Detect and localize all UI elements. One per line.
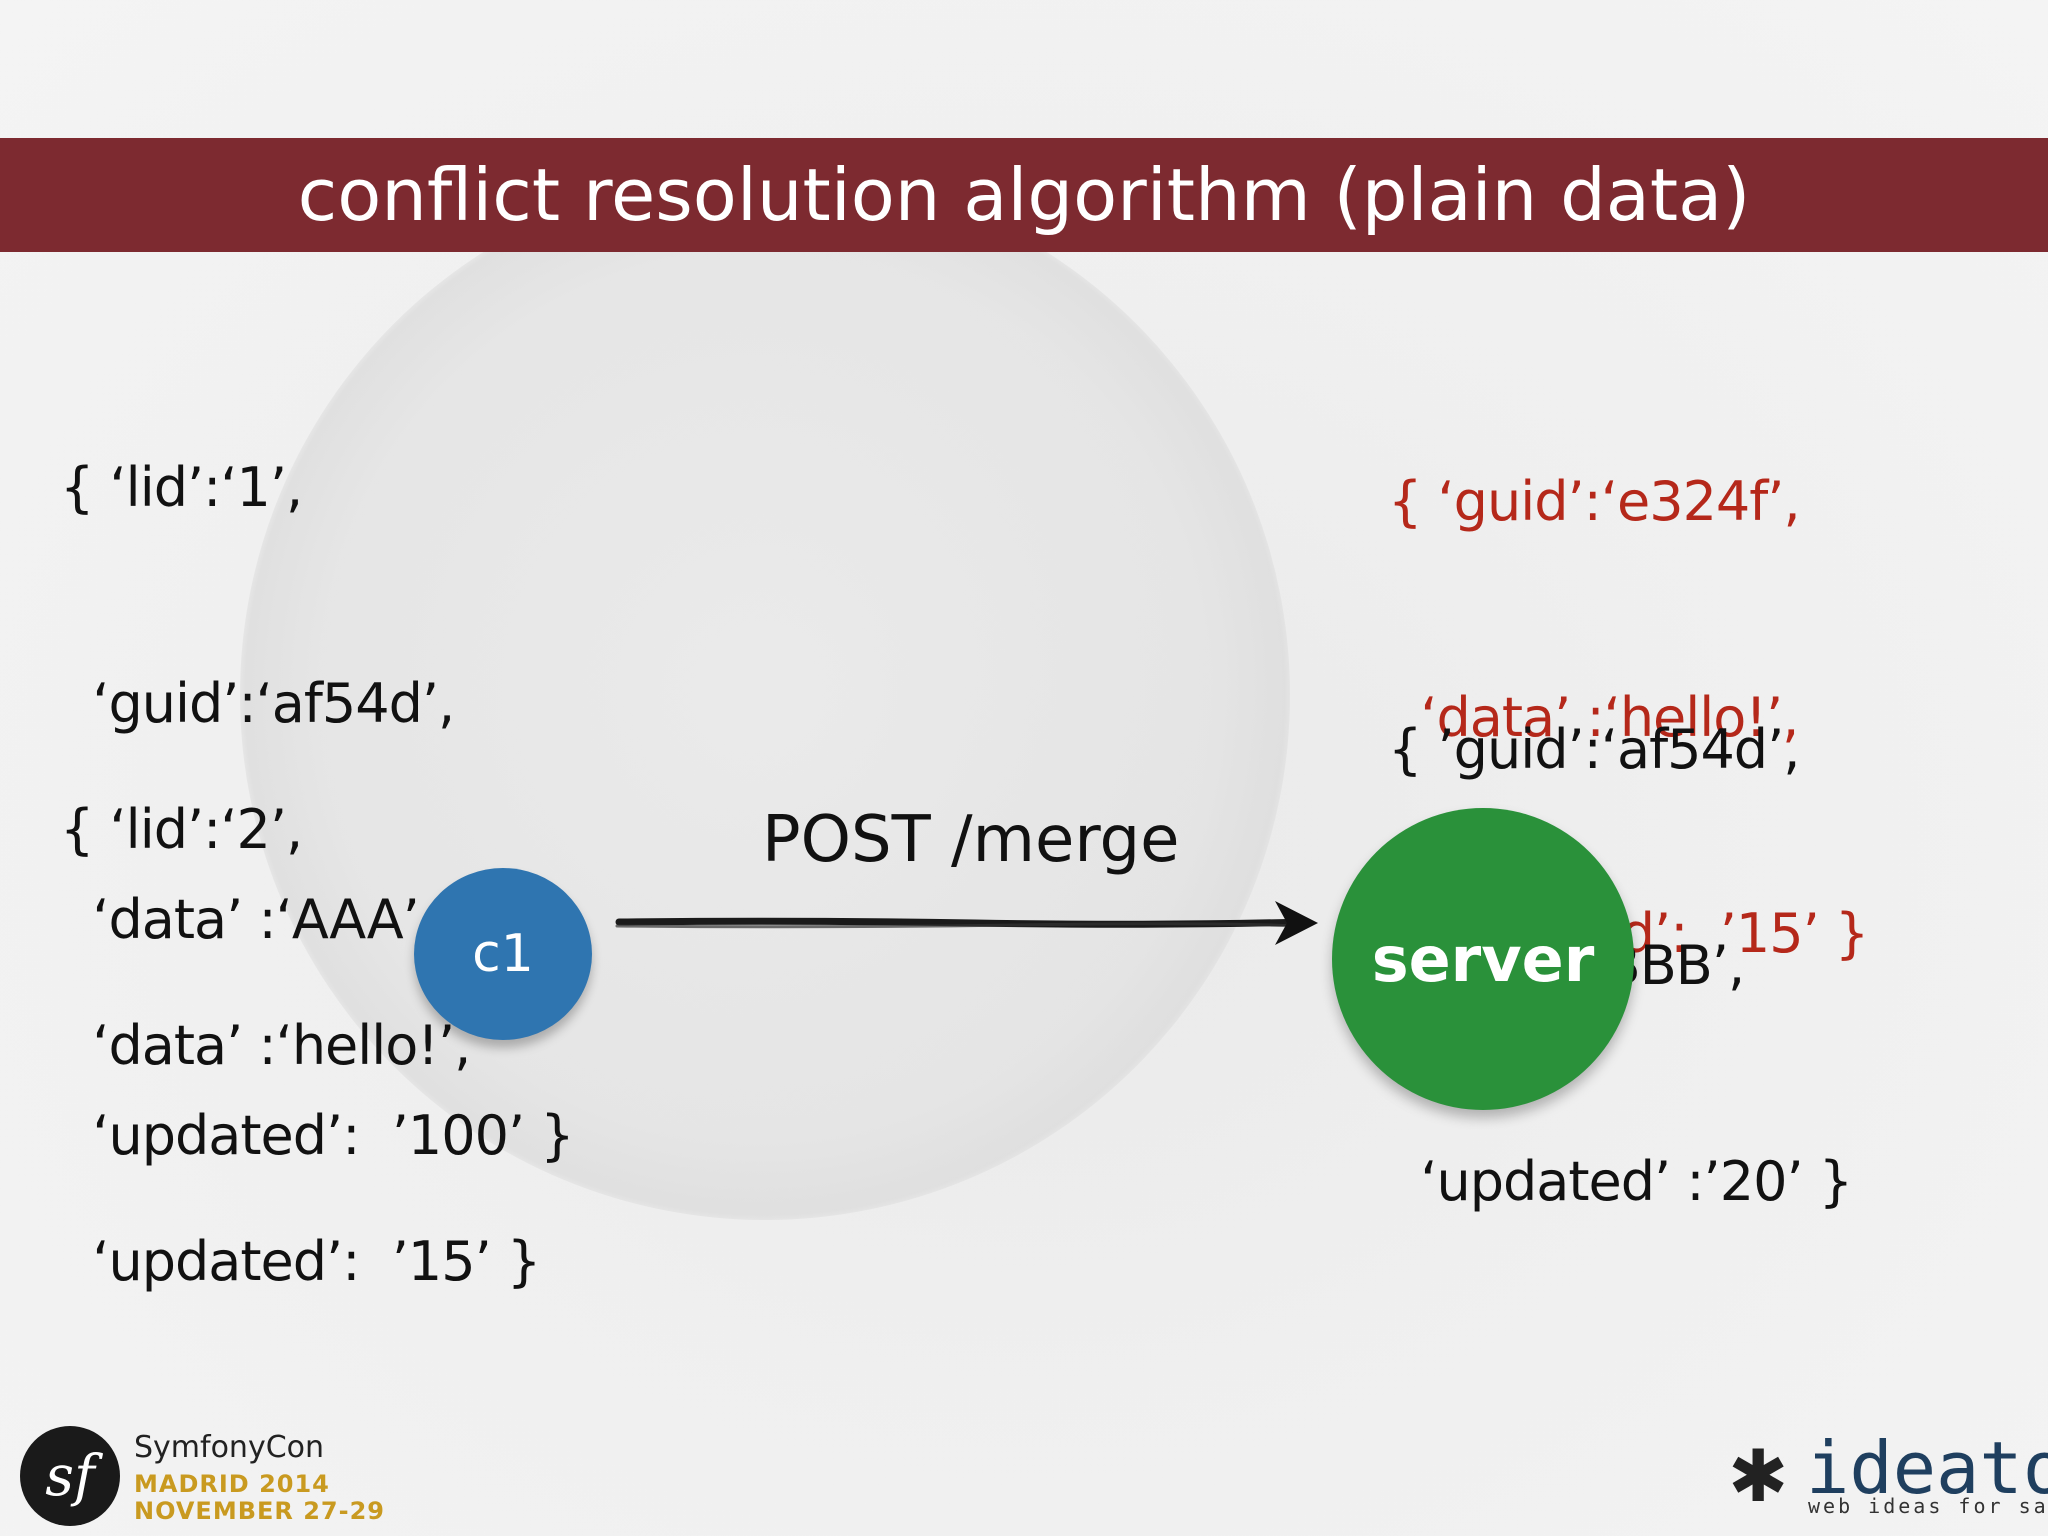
- company-tagline: web ideas for sale: [1808, 1494, 2048, 1518]
- conference-dates: NOVEMBER 27-29: [134, 1497, 385, 1525]
- conference-name: SymfonyCon: [134, 1430, 325, 1465]
- client-record-1-line: ‘data’ :‘AAA’: [60, 888, 419, 951]
- slide-title: conflict resolution algorithm (plain dat…: [297, 153, 1751, 237]
- client-record-1: { ‘lid’:‘1’, ‘guid’:‘af54d’, ‘data’ :‘AA…: [60, 308, 575, 1244]
- conference-city: MADRID 2014: [134, 1470, 330, 1498]
- client-record-1-line: ‘guid’:‘af54d’,: [60, 672, 455, 735]
- server-record-2-line: { ’guid’:‘af54d’,: [1388, 718, 1800, 781]
- symfony-icon: sf: [20, 1426, 120, 1526]
- title-bar: conflict resolution algorithm (plain dat…: [0, 138, 2048, 252]
- client-record-2-line: { ‘lid’:‘2’,: [60, 798, 303, 861]
- server-record-conflict-line: ‘data’ :‘hello!’,: [1388, 686, 1799, 749]
- server-node-label: server: [1371, 922, 1595, 996]
- client-record-1-line: ‘updated’: ’100’ }: [60, 1104, 574, 1167]
- server-record-conflict-line: { ‘guid’:‘e324f’,: [1388, 470, 1801, 533]
- client-record-2: { ‘lid’:‘2’, ‘data’ :‘hello!’, ‘updated’…: [60, 650, 541, 1370]
- request-arrow: [615, 901, 1318, 945]
- asterisk-icon: ✱: [1728, 1434, 1789, 1518]
- client-node-label: c1: [472, 924, 534, 984]
- client-record-2-line: ‘data’ :‘hello!’,: [60, 1014, 471, 1077]
- client-node: c1: [414, 868, 592, 1040]
- server-node: server: [1332, 808, 1634, 1110]
- server-record-2-line: ‘updated’ :’20’ }: [1388, 1150, 1853, 1213]
- company-logo-name: ideato: [1806, 1426, 2048, 1510]
- background-clock-image: [240, 170, 1290, 1220]
- symfony-logo-glyph: sf: [45, 1443, 95, 1509]
- client-record-2-line: ‘updated’: ’15’ }: [60, 1230, 541, 1293]
- request-label: POST /merge: [762, 803, 1180, 877]
- client-record-1-line: { ‘lid’:‘1’,: [60, 456, 303, 519]
